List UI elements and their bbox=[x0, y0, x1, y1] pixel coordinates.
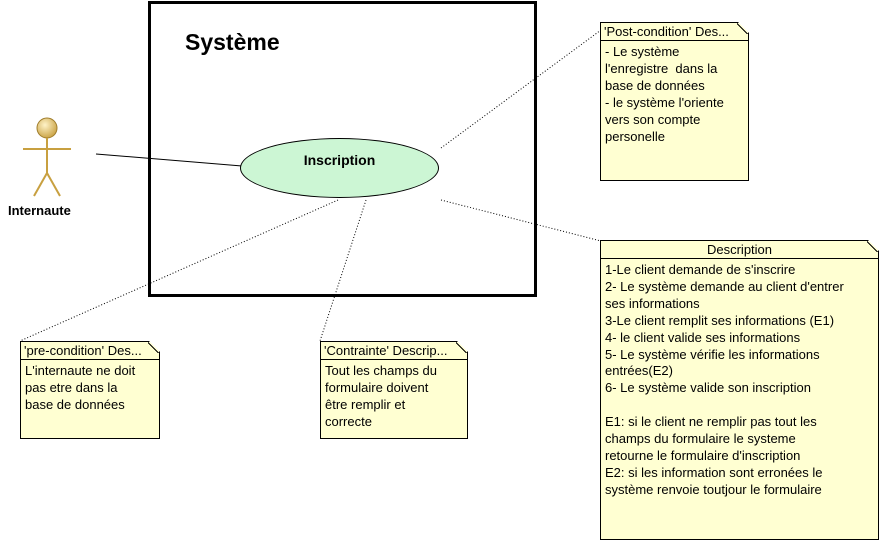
note-body: - Le système l'enregistre dans la base d… bbox=[605, 44, 724, 144]
note-fold-icon bbox=[456, 342, 467, 353]
note-description[interactable]: Description 1-Le client demande de s'ins… bbox=[600, 240, 879, 540]
note-title: Description bbox=[601, 241, 878, 259]
note-body: L'internaute ne doit pas etre dans la ba… bbox=[25, 363, 136, 412]
note-fold-icon bbox=[148, 342, 159, 353]
note-fold-icon bbox=[867, 241, 878, 252]
note-body: Tout les champs du formulaire doivent êt… bbox=[325, 363, 438, 429]
note-post-condition[interactable]: 'Post-condition' Des... - Le système l'e… bbox=[600, 22, 749, 181]
note-pre-condition[interactable]: 'pre-condition' Des... L'internaute ne d… bbox=[20, 341, 160, 439]
note-title: 'pre-condition' Des... bbox=[21, 342, 159, 360]
post-condition-anchor-line bbox=[440, 29, 602, 149]
note-body: 1-Le client demande de s'inscrire 2- Le … bbox=[605, 262, 844, 497]
use-case-inscription[interactable] bbox=[240, 138, 439, 198]
actor-association-line bbox=[95, 153, 243, 167]
system-boundary[interactable] bbox=[148, 1, 537, 297]
note-title: 'Contrainte' Descrip... bbox=[321, 342, 467, 360]
description-anchor-line bbox=[440, 199, 602, 242]
note-contrainte[interactable]: 'Contrainte' Descrip... Tout les champs … bbox=[320, 341, 468, 439]
note-title: 'Post-condition' Des... bbox=[601, 23, 748, 41]
note-fold-icon bbox=[737, 23, 748, 34]
actor-stick-figure-icon[interactable] bbox=[15, 116, 75, 201]
actor-label: Internaute bbox=[8, 203, 71, 218]
pre-condition-anchor-line bbox=[19, 199, 339, 342]
use-case-label: Inscription bbox=[303, 152, 376, 168]
actor-head bbox=[36, 117, 58, 139]
system-title: Système bbox=[185, 29, 280, 55]
contrainte-anchor-line bbox=[319, 199, 367, 342]
